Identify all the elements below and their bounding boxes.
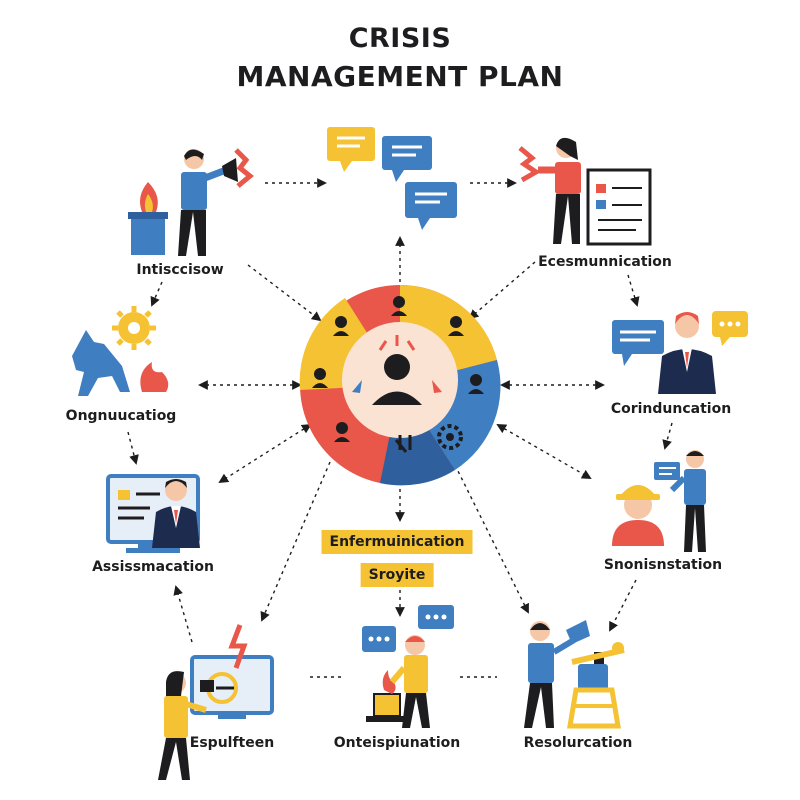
title-line-1: CRISIS	[348, 23, 452, 54]
connector-hub-to-bottomleft	[260, 461, 331, 622]
label-bottom-right: Resolurcation	[523, 735, 633, 751]
mid-right-node-icon	[612, 311, 748, 394]
title-line-2: MANAGEMENT PLAN	[236, 60, 564, 93]
connector-topleft-to-midleft	[150, 281, 163, 307]
bottom-left-node-icon	[158, 624, 274, 780]
diagram-title: CRISIS MANAGEMENT PLAN	[0, 20, 800, 96]
connector-topright-to-hub	[468, 261, 536, 320]
top-left-node-icon	[128, 148, 254, 256]
label-lower-right: Snonisnstation	[603, 557, 723, 573]
label-mid-left: Ongnuucatiog	[65, 408, 177, 424]
connectors	[127, 178, 673, 678]
bottom-center-node-icon	[362, 605, 454, 728]
team-hub-icon	[299, 284, 501, 486]
chat-bubbles-icon	[327, 127, 457, 230]
label-bottom-center: Onteispiunation	[333, 735, 461, 751]
connector-topleft-to-hub	[247, 264, 322, 322]
bottom-right-node-icon	[524, 620, 625, 729]
label-lower-left: Assissmacation	[92, 559, 214, 575]
connector-midleft-to-lowerleft	[127, 431, 139, 465]
connector-topright-to-midright	[627, 274, 640, 307]
center-banner-line-2: Sroyite	[360, 563, 434, 587]
connector-hub-lowerleft	[218, 423, 312, 484]
center-banner-line-1: Enfermuinication	[321, 530, 473, 554]
label-top-left: Intisccisow	[136, 262, 224, 278]
connector-hub-lowerright	[496, 424, 592, 479]
label-top-right: Ecesmunnication	[538, 254, 672, 270]
label-bottom-left: Espulfteen	[189, 735, 275, 751]
label-mid-right: Corinduncation	[610, 401, 732, 417]
connector-lowerright-to-bottomright	[609, 579, 637, 632]
mid-left-node-icon	[72, 306, 169, 396]
connector-bottomleft-to-lowerleft	[173, 585, 193, 643]
lower-left-node-icon	[106, 474, 200, 553]
connector-midright-to-lowerright	[662, 422, 673, 450]
top-right-node-icon	[518, 137, 652, 246]
lower-right-node-icon	[612, 450, 706, 552]
